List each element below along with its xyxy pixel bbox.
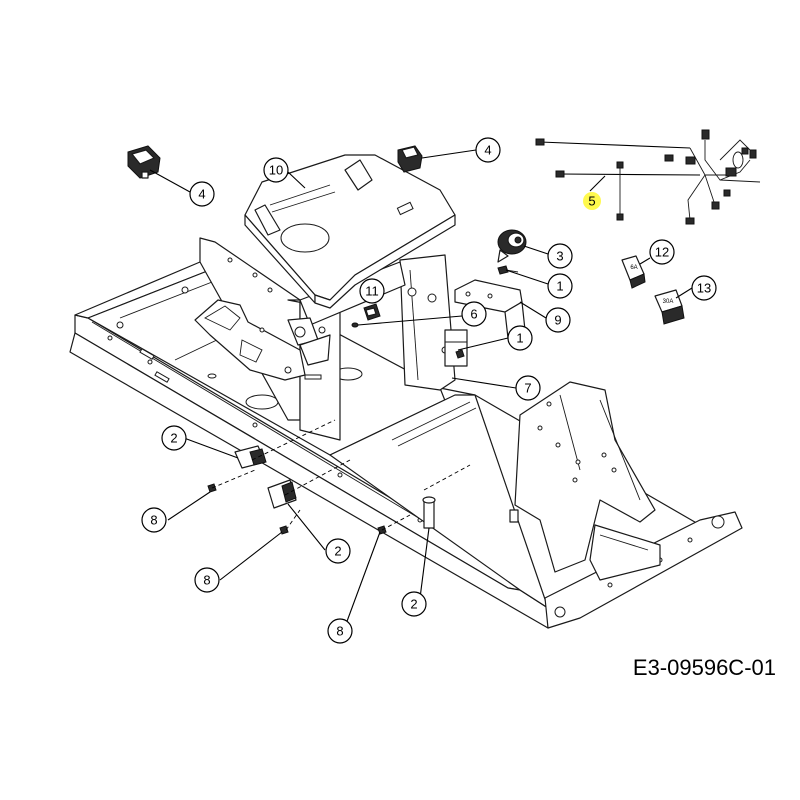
callout-2-right: 2 — [401, 591, 427, 617]
callout-9: 9 — [545, 307, 571, 333]
callout-8-mid: 8 — [194, 567, 220, 593]
svg-text:1: 1 — [516, 331, 523, 346]
svg-text:4: 4 — [198, 187, 205, 202]
svg-text:8: 8 — [336, 624, 343, 639]
sensor-parts — [234, 445, 297, 509]
svg-text:6: 6 — [470, 307, 477, 322]
callout-5: 5 — [583, 192, 601, 210]
callout-12: 12 — [649, 239, 675, 265]
svg-text:8: 8 — [150, 513, 157, 528]
callout-3: 3 — [547, 243, 573, 269]
callout-4-top: 4 — [475, 137, 501, 163]
svg-text:8: 8 — [203, 573, 210, 588]
fuse-13-label: 30A — [663, 299, 674, 305]
leader-lines — [149, 149, 693, 625]
callout-13: 13 — [691, 275, 717, 301]
svg-text:4: 4 — [484, 143, 491, 158]
svg-text:13: 13 — [697, 281, 711, 296]
svg-text:1: 1 — [556, 279, 563, 294]
callout-6: 6 — [461, 301, 487, 327]
connector-part — [351, 303, 381, 328]
svg-text:10: 10 — [269, 163, 283, 178]
callout-1-lower: 1 — [507, 325, 533, 351]
callout-2-left: 2 — [161, 425, 187, 451]
fuse-30a-part: 30A — [654, 289, 685, 325]
callout-10: 10 — [263, 157, 289, 183]
key-switch-part — [497, 229, 527, 263]
svg-text:2: 2 — [410, 597, 417, 612]
svg-text:2: 2 — [334, 544, 341, 559]
callout-11: 11 — [359, 278, 385, 304]
svg-text:3: 3 — [556, 249, 563, 264]
fuse-6a-part: 6A — [621, 255, 646, 289]
pedal-plate — [194, 299, 331, 381]
callout-2-mid: 2 — [325, 538, 351, 564]
fuse-12-label: 6A — [630, 265, 637, 271]
drawing-code: E3-09596C-01 — [633, 655, 776, 680]
callout-8-left: 8 — [141, 507, 167, 533]
main-frame — [69, 261, 743, 629]
switch-part-left — [127, 145, 161, 179]
svg-text:5: 5 — [588, 194, 595, 209]
svg-text:9: 9 — [554, 313, 561, 328]
svg-text:2: 2 — [170, 431, 177, 446]
alignment-lines — [211, 419, 471, 531]
svg-text:12: 12 — [655, 245, 669, 260]
wiring-harness — [535, 129, 761, 225]
svg-text:7: 7 — [524, 381, 531, 396]
callout-7: 7 — [515, 375, 541, 401]
callout-4-left: 4 — [189, 181, 215, 207]
callout-8-bottom: 8 — [327, 618, 353, 644]
switch-part-top — [397, 145, 423, 173]
callout-1-upper: 1 — [547, 273, 573, 299]
svg-text:11: 11 — [365, 284, 379, 299]
